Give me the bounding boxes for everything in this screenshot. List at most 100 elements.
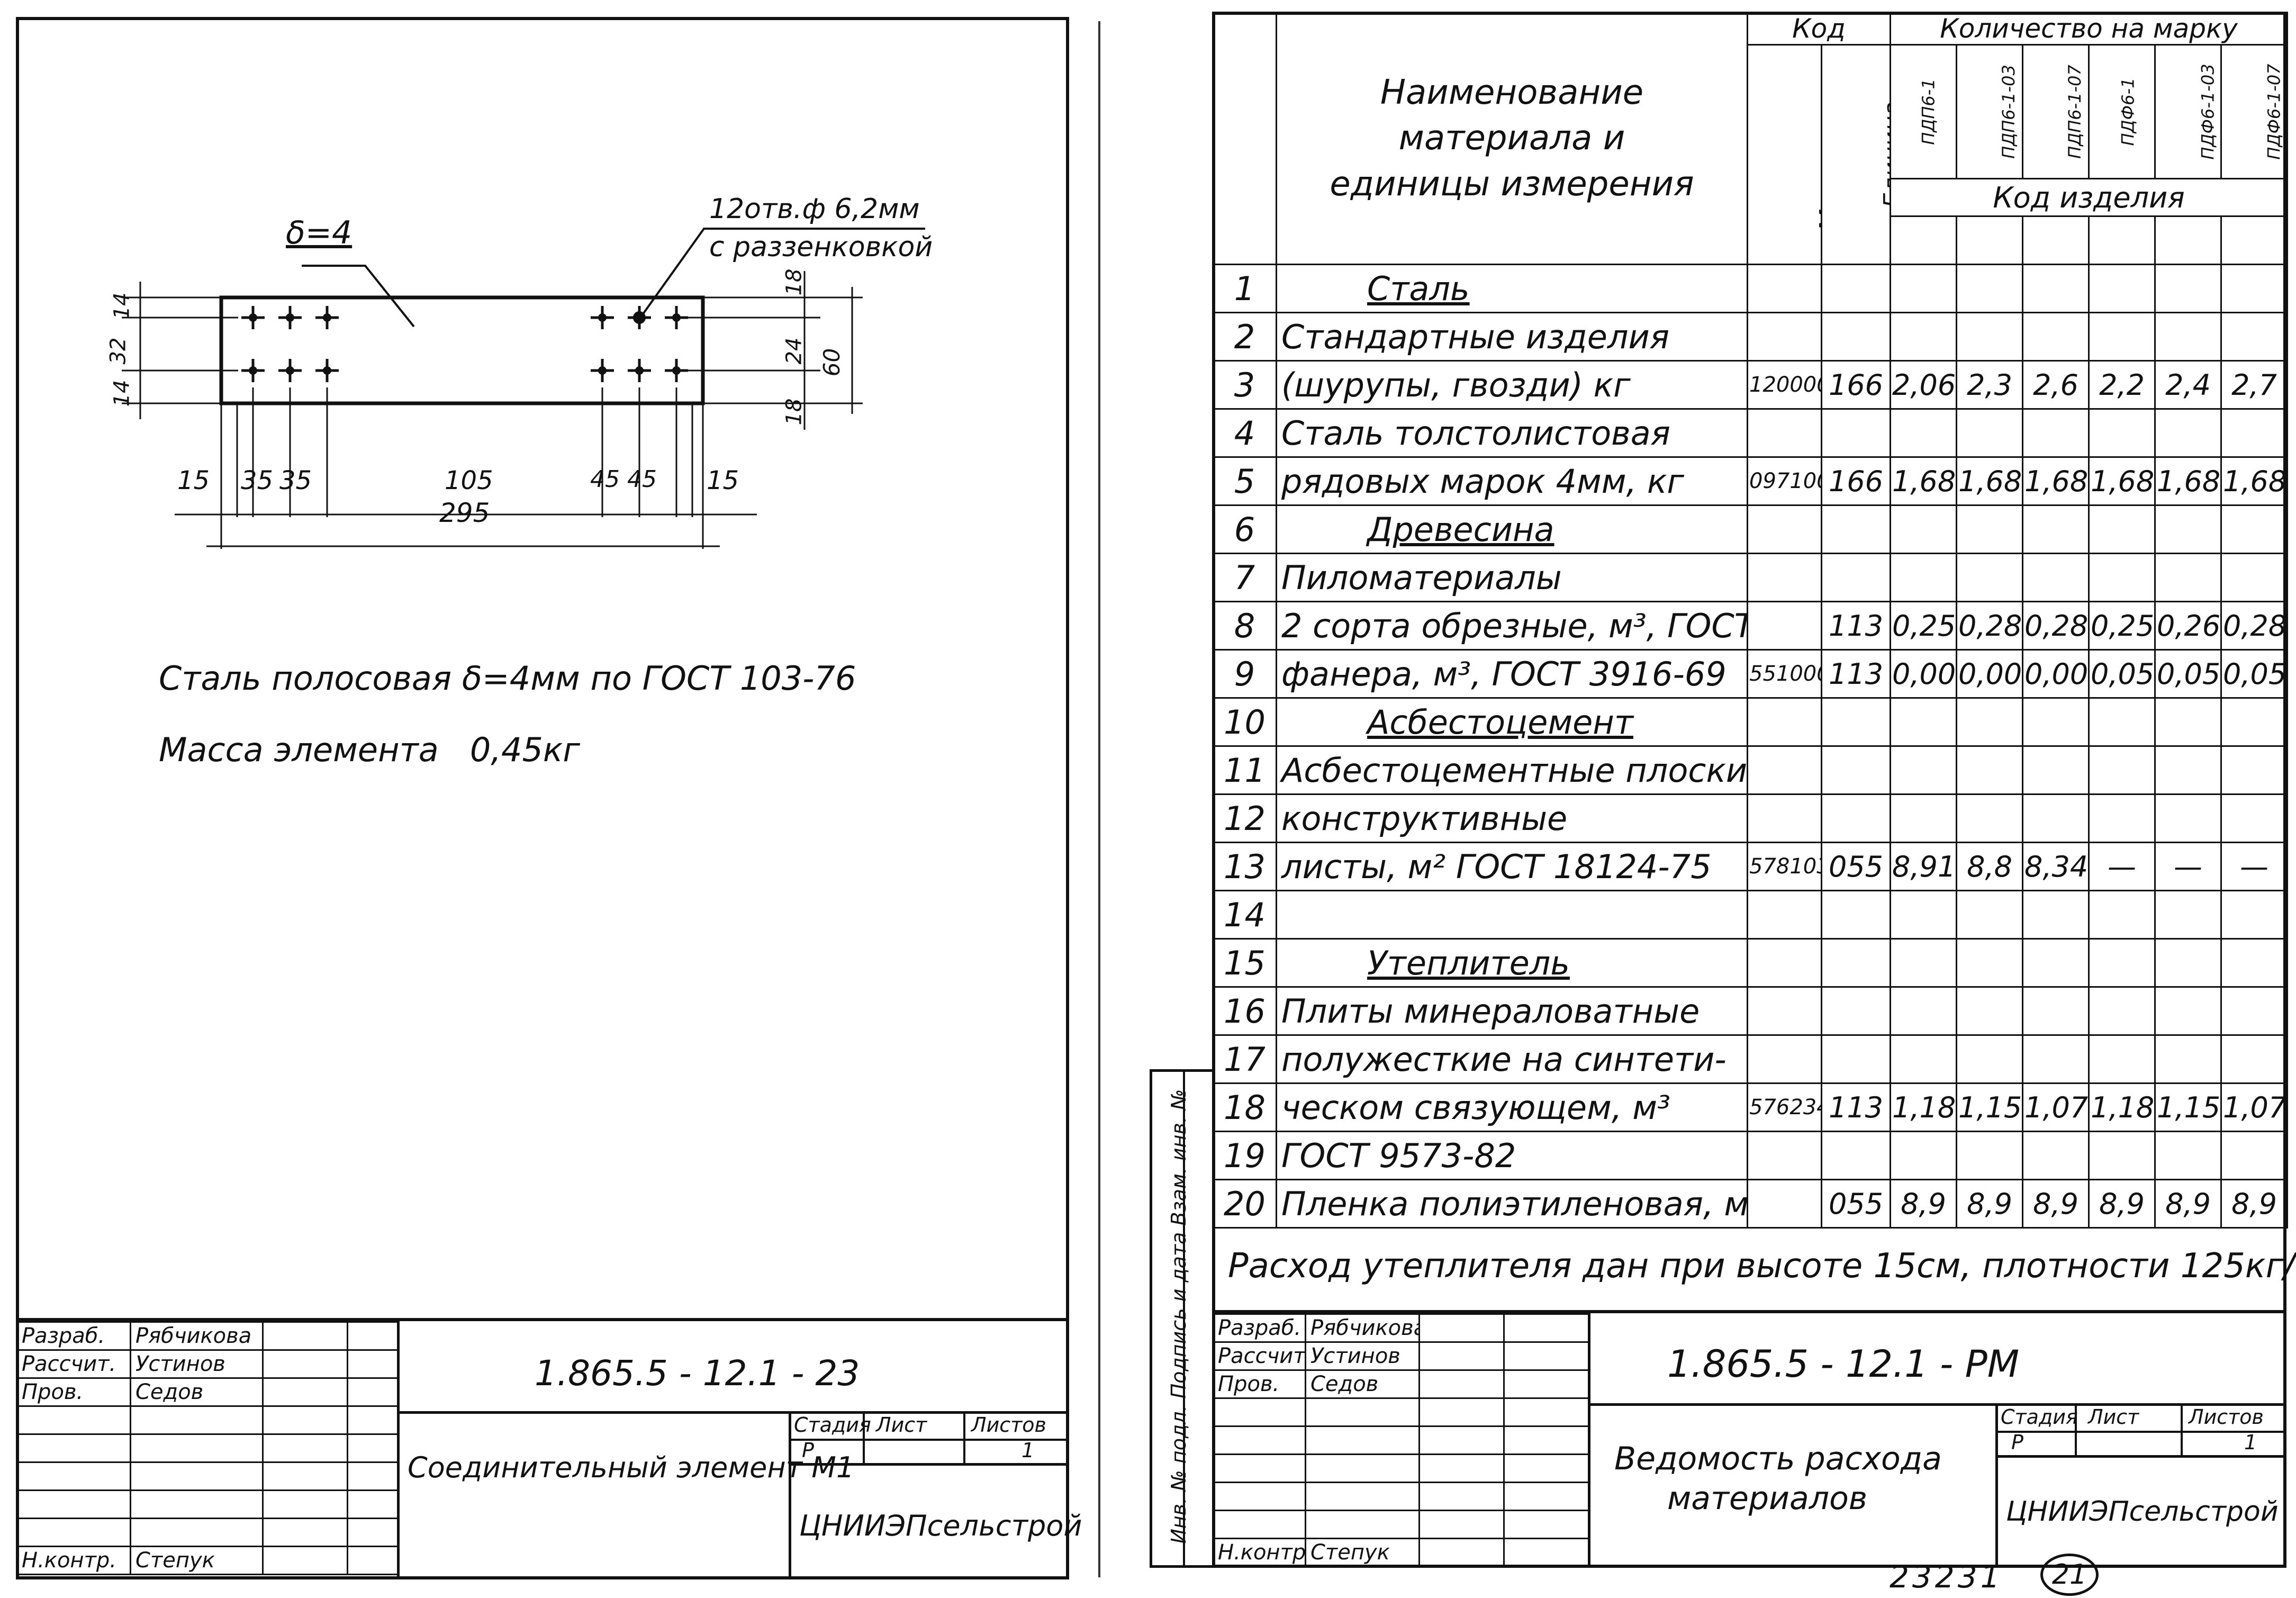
quantity-cell: [1890, 1131, 1958, 1180]
steel-plate-outline: [219, 295, 705, 405]
quantity-cell: 2,4: [2154, 360, 2222, 410]
quantity-cell: 1,68: [2022, 456, 2090, 506]
quantity-cell: 1,15: [2154, 1082, 2222, 1132]
unit-code-cell: [1820, 553, 1892, 602]
name-cell: Седов: [130, 1377, 264, 1407]
name-cell: Степук: [1305, 1538, 1420, 1567]
quantity-cell: 2,6: [2022, 360, 2090, 410]
unit-code-cell: [1820, 890, 1892, 940]
quantity-cell: [2220, 890, 2289, 940]
quantity-cell: [2154, 504, 2222, 554]
unit-code-cell: [1820, 312, 1892, 362]
quantity-cell: 2,06: [1890, 360, 1958, 410]
quantity-cell: [2022, 312, 2090, 362]
right-organization: ЦНИИЭПсельстрой: [2006, 1496, 2279, 1528]
archive-number: 23231: [1890, 1559, 2003, 1595]
quantity-cell: [1956, 553, 2024, 602]
row-number-cell: 19: [1212, 1131, 1277, 1180]
product-code-header: Код изделия: [1890, 178, 2289, 217]
material-name-cell: Пиломатериалы: [1276, 553, 1748, 602]
quantity-cell: [2088, 986, 2156, 1036]
name-cell: Рябчикова: [130, 1321, 264, 1351]
dim-label: 35: [279, 466, 312, 495]
quantity-cell: [1956, 1034, 2024, 1084]
materials-table: № строки Наименование материала и единиц…: [1212, 12, 2289, 1229]
quantity-cell: [2022, 1034, 2090, 1084]
material-code-cell: [1747, 890, 1822, 940]
stage-header: Стадия: [2001, 1405, 2078, 1429]
row-number-cell: 5: [1212, 456, 1277, 506]
left-organization: ЦНИИЭПсельстрой: [799, 1509, 1082, 1542]
quantity-cell: 1,68: [2154, 456, 2222, 506]
quantity-cell: 1,07: [2220, 1082, 2289, 1132]
material-name-cell: Асбестоцементные плоские: [1276, 745, 1748, 795]
quantity-cell: [2088, 553, 2156, 602]
quantity-cell: [2154, 553, 2222, 602]
right-title-block: Разраб.Рябчикова Рассчит.Устинов Пров.Се…: [1212, 1310, 2286, 1568]
holes-note-line2: с раззенковкой: [709, 231, 933, 263]
dim-label: 14: [110, 380, 134, 407]
quantity-cell: [2022, 1131, 2090, 1180]
dim-total-label: 295: [439, 498, 490, 528]
quantity-cell: 0,001: [1956, 649, 2024, 699]
quantity-cell: 0,051: [2220, 649, 2289, 699]
dim-label: 60: [819, 348, 845, 377]
quantity-cell: [2088, 745, 2156, 795]
quantity-cell: [2220, 793, 2289, 843]
quantity-cell: 8,9: [1890, 1179, 1958, 1229]
sheets-value: 1: [2244, 1431, 2257, 1454]
name-cell: Седов: [1305, 1369, 1420, 1399]
quantity-cell: [2154, 793, 2222, 843]
sheet-separator: [1098, 21, 1100, 1577]
unit-code-cell: 166: [1820, 360, 1892, 410]
quantity-cell: [1956, 890, 2024, 940]
row-number-cell: 14: [1212, 890, 1277, 940]
quantity-cell: 1,07: [2022, 1082, 2090, 1132]
mark-header: ПДФ6-1-03: [2154, 44, 2222, 179]
row-number-cell: 10: [1212, 697, 1277, 747]
quantity-cell: [2154, 745, 2222, 795]
quantity-cell: [1890, 312, 1958, 362]
quantity-cell: —: [2220, 842, 2289, 891]
dim-label: 105: [445, 466, 493, 495]
quantity-cell: 0,25: [2088, 601, 2156, 651]
right-designation: 1.865.5 - 12.1 - РМ: [1667, 1342, 2020, 1386]
quantity-cell: [2088, 1034, 2156, 1084]
material-name-cell: листы, м² ГОСТ 18124-75: [1276, 842, 1748, 891]
row-number-cell: 13: [1212, 842, 1277, 891]
unit-code-cell: 055: [1820, 1179, 1892, 1229]
sheet-header: Лист: [2088, 1405, 2139, 1429]
material-name-cell: [1276, 890, 1748, 940]
mark-header: ПДФ6-1: [2088, 44, 2156, 179]
unit-code-cell: [1820, 986, 1892, 1036]
doc-name-line2: материалов: [1667, 1480, 1868, 1517]
material-code-cell: [1747, 938, 1822, 988]
quantity-cell: 1,68: [2088, 456, 2156, 506]
quantity-cell: 8,9: [2022, 1179, 2090, 1229]
dim-label: 14: [110, 292, 134, 320]
quantity-cell: [1890, 504, 1958, 554]
doc-name-line1: Ведомость расхода: [1614, 1440, 1942, 1477]
row-number-cell: 4: [1212, 408, 1277, 458]
role-cell: Н.контр.: [16, 1546, 131, 1575]
dim-label: 15: [177, 466, 210, 495]
material-name-cell: фанера, м³, ГОСТ 3916-69: [1276, 649, 1748, 699]
dim-label: 45: [627, 466, 657, 493]
quantity-cell: [2220, 1131, 2289, 1180]
quantity-cell: 8,9: [2088, 1179, 2156, 1229]
quantity-cell: [1956, 408, 2024, 458]
role-cell: Пров.: [1212, 1369, 1306, 1399]
material-code-cell: [1747, 1034, 1822, 1084]
quantity-cell: [1956, 264, 2024, 313]
unit-code-cell: 113: [1820, 1082, 1892, 1132]
role-cell: Разраб.: [16, 1321, 131, 1351]
quantity-cell: 0,001: [2022, 649, 2090, 699]
material-code-cell: [1747, 601, 1822, 651]
